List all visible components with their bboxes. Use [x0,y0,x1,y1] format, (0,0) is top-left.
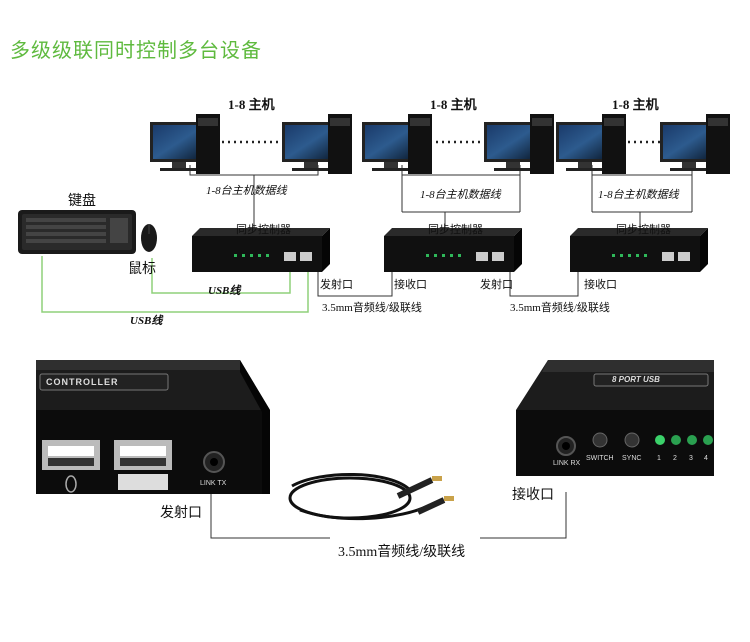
controller-label-3: 同步控制器 [616,224,671,236]
page-title: 多级级联同时控制多台设备 [10,38,262,62]
led-number: 2 [673,455,677,462]
port-tx-label-2: 发射口 [480,279,513,291]
usb-cable-label-1: USB线 [208,285,241,297]
mouse-icon [141,224,157,252]
led-number: 4 [704,455,708,462]
controller-device-2 [384,228,522,272]
host-label-1: 1-8 主机 [228,97,275,112]
keyboard-icon [18,210,136,254]
port-rx-label-2: 接收口 [584,279,617,291]
link-rx-text: LINK RX [553,460,581,467]
computer-icon [556,114,626,174]
cable-label-1: 1-8台主机数据线 [206,185,287,197]
led-number: 1 [657,455,661,462]
computer-icon [282,114,352,174]
controller-label-2: 同步控制器 [428,224,483,236]
link-tx-text: LINK TX [200,480,227,487]
controller-closeup-right [516,360,714,476]
computer-icon [150,114,220,174]
controller-device-1 [192,228,330,272]
usb-cable-label-2: USB线 [130,315,163,327]
tx-label: 发射口 [160,506,202,521]
audio-plug-icon [432,476,454,501]
keyboard-label: 键盘 [68,193,96,209]
audio-cable-label-1: 3.5mm音频线/级联线 [322,302,422,314]
computer-icon [484,114,554,174]
sync-text: SYNC [622,455,642,462]
computer-icon [362,114,432,174]
cable-label-3: 1-8台主机数据线 [598,189,679,201]
host-label-3: 1-8 主机 [612,97,659,112]
rx-label: 接收口 [512,488,554,503]
switch-text: SWITCH [586,455,614,462]
audio-cable-label-2: 3.5mm音频线/级联线 [510,302,610,314]
audio-cable-icon [288,473,446,521]
controller-label-1: 同步控制器 [236,224,291,236]
detail-cable-label: 3.5mm音频线/级联线 [338,545,466,560]
controller-text: CONTROLLER [46,377,119,387]
host-label-2: 1-8 主机 [430,97,477,112]
port-usb-text: 8 PORT USB [612,375,660,384]
computer-icon [660,114,730,174]
cable-label-2: 1-8台主机数据线 [420,189,501,201]
port-tx-label-1: 发射口 [320,279,353,291]
controller-device-3 [570,228,708,272]
controller-closeup-left [36,360,270,494]
led-number: 3 [689,455,693,462]
mouse-label: 鼠标 [128,261,156,277]
port-rx-label-1: 接收口 [394,279,427,291]
